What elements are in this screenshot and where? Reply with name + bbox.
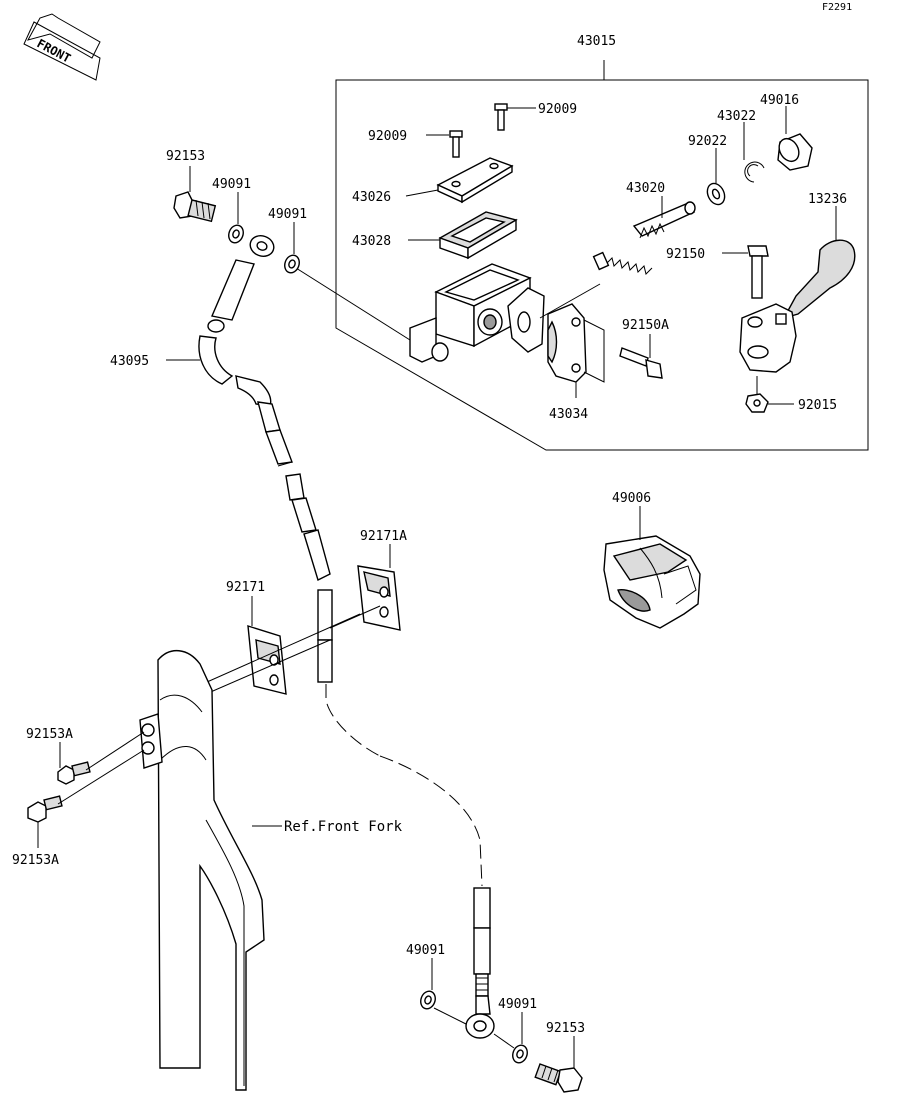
label-92171: 92171 — [226, 580, 265, 595]
label-49091-bottom-right: 49091 — [498, 997, 537, 1012]
gasket-49091-bottom-right — [493, 1012, 528, 1064]
front-arrow-icon: FRONT — [23, 13, 101, 81]
label-43095: 43095 — [110, 354, 149, 369]
brake-hose-lower — [317, 589, 495, 1039]
label-92171a: 92171A — [360, 529, 407, 544]
label-43020: 43020 — [626, 181, 665, 196]
label-43022: 43022 — [717, 109, 756, 124]
gasket-49091-top-right — [284, 222, 300, 274]
clamp-43034 — [547, 303, 605, 398]
washer-92022 — [706, 148, 726, 206]
label-43026: 43026 — [352, 190, 391, 205]
screw-92009-left — [426, 130, 463, 158]
piston-set-43020 — [592, 196, 696, 275]
banjo-bolt-92153-bottom — [534, 1036, 583, 1093]
label-49006: 49006 — [612, 491, 651, 506]
label-49091-bottom-left: 49091 — [406, 943, 445, 958]
reference-front-fork: Ref.Front Fork — [284, 819, 403, 835]
label-92150a: 92150A — [622, 318, 669, 333]
label-92015: 92015 — [798, 398, 837, 413]
gasket-49091-bottom-left — [420, 958, 467, 1025]
clamp-bolt-92153a-upper — [57, 731, 145, 785]
label-92153a-upper: 92153A — [26, 727, 73, 742]
nut-92015 — [745, 376, 794, 413]
lever-guard-49006 — [603, 506, 701, 629]
banjo-bolt-92153-top — [173, 166, 217, 223]
pivot-bolt-92150 — [722, 245, 769, 299]
label-43028: 43028 — [352, 234, 391, 249]
label-92153a-lower: 92153A — [12, 853, 59, 868]
label-92150: 92150 — [666, 247, 705, 262]
clamp-bolt-92153a-lower — [27, 749, 145, 848]
label-92009-left: 92009 — [368, 129, 407, 144]
circlip-43022 — [743, 122, 765, 183]
label-49091-top-left: 49091 — [212, 177, 251, 192]
label-43015: 43015 — [577, 34, 616, 49]
label-92153-top: 92153 — [166, 149, 205, 164]
label-92022: 92022 — [688, 134, 727, 149]
master-cylinder-assembly-outline — [335, 60, 869, 451]
label-43034: 43034 — [549, 407, 588, 422]
label-92153-bottom: 92153 — [546, 1021, 585, 1036]
front-fork — [139, 650, 282, 1091]
hose-clamp-92171a — [329, 544, 401, 631]
reservoir-cap-43026 — [405, 157, 514, 204]
master-cylinder-body — [295, 263, 601, 363]
screw-92009-right — [494, 103, 536, 131]
dust-boot-49016 — [777, 106, 813, 171]
hose-clamp-92171 — [159, 596, 361, 715]
label-49016: 49016 — [760, 93, 799, 108]
clamp-bolt-92150a — [619, 334, 663, 379]
label-49091-top-right: 49091 — [268, 207, 307, 222]
label-13236: 13236 — [808, 192, 847, 207]
gasket-49091-top-left — [228, 192, 244, 244]
figure-code: F2291 — [822, 2, 852, 13]
brake-hose-43095 — [166, 235, 331, 581]
diaphragm-43028 — [408, 211, 518, 260]
label-92009-right: 92009 — [538, 102, 577, 117]
brake-lever-13236 — [739, 206, 856, 373]
